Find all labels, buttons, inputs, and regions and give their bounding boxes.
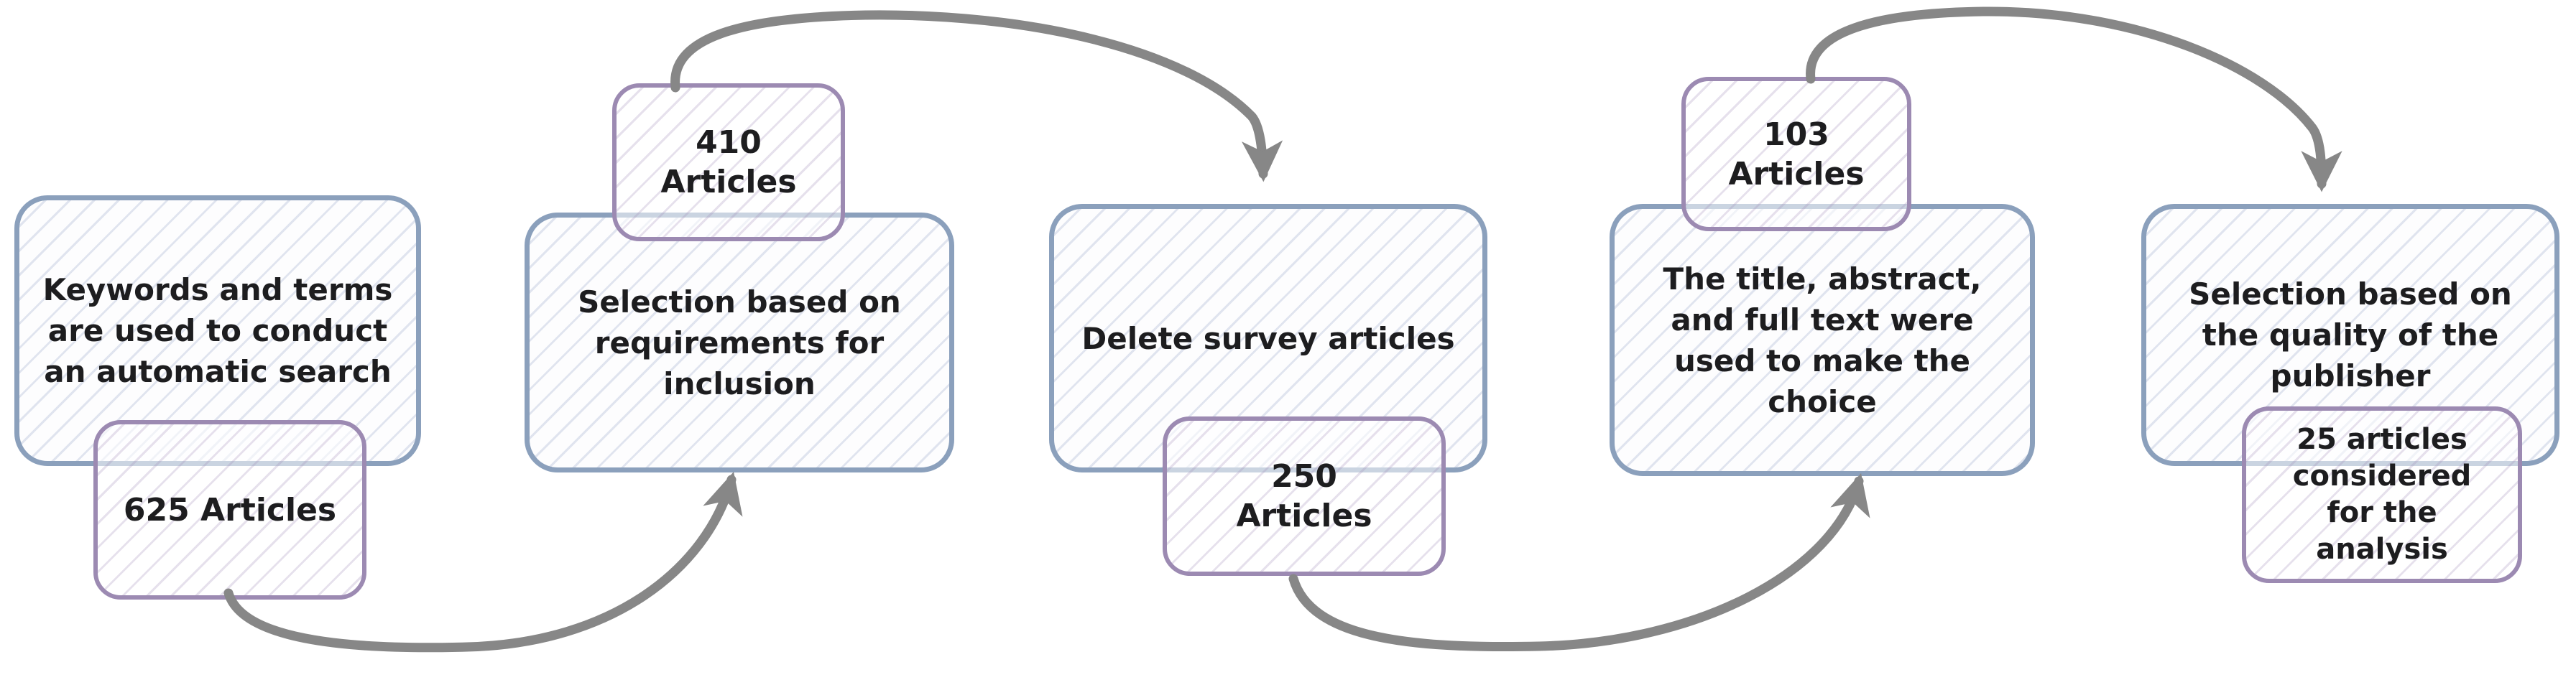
process-box-inclusion-requirements: Selection based on requirements for incl…: [525, 213, 954, 472]
count-box-250-articles: 250 Articles: [1163, 416, 1446, 576]
count-box-25-articles: 25 articles considered for the analysis: [2242, 406, 2522, 583]
count-label: 25 articles considered for the analysis: [2292, 423, 2472, 566]
count-label: 625 Articles: [123, 491, 337, 528]
process-label: Keywords and terms are used to conduct a…: [42, 272, 393, 389]
process-label: Selection based on the quality of the pu…: [2189, 276, 2512, 393]
process-label: Selection based on requirements for incl…: [578, 284, 901, 401]
process-box-keyword-search: Keywords and terms are used to conduct a…: [14, 195, 421, 466]
count-label: 410 Articles: [660, 124, 797, 200]
count-box-410-articles: 410 Articles: [612, 83, 845, 241]
count-box-103-articles: 103 Articles: [1681, 77, 1911, 231]
process-label: The title, abstract, and full text were …: [1663, 261, 1982, 419]
count-box-625-articles: 625 Articles: [93, 420, 366, 600]
process-label: Delete survey articles: [1081, 320, 1455, 356]
count-label: 250 Articles: [1236, 458, 1372, 534]
count-label: 103 Articles: [1728, 116, 1865, 192]
process-box-title-abstract-fulltext: The title, abstract, and full text were …: [1610, 204, 2035, 476]
